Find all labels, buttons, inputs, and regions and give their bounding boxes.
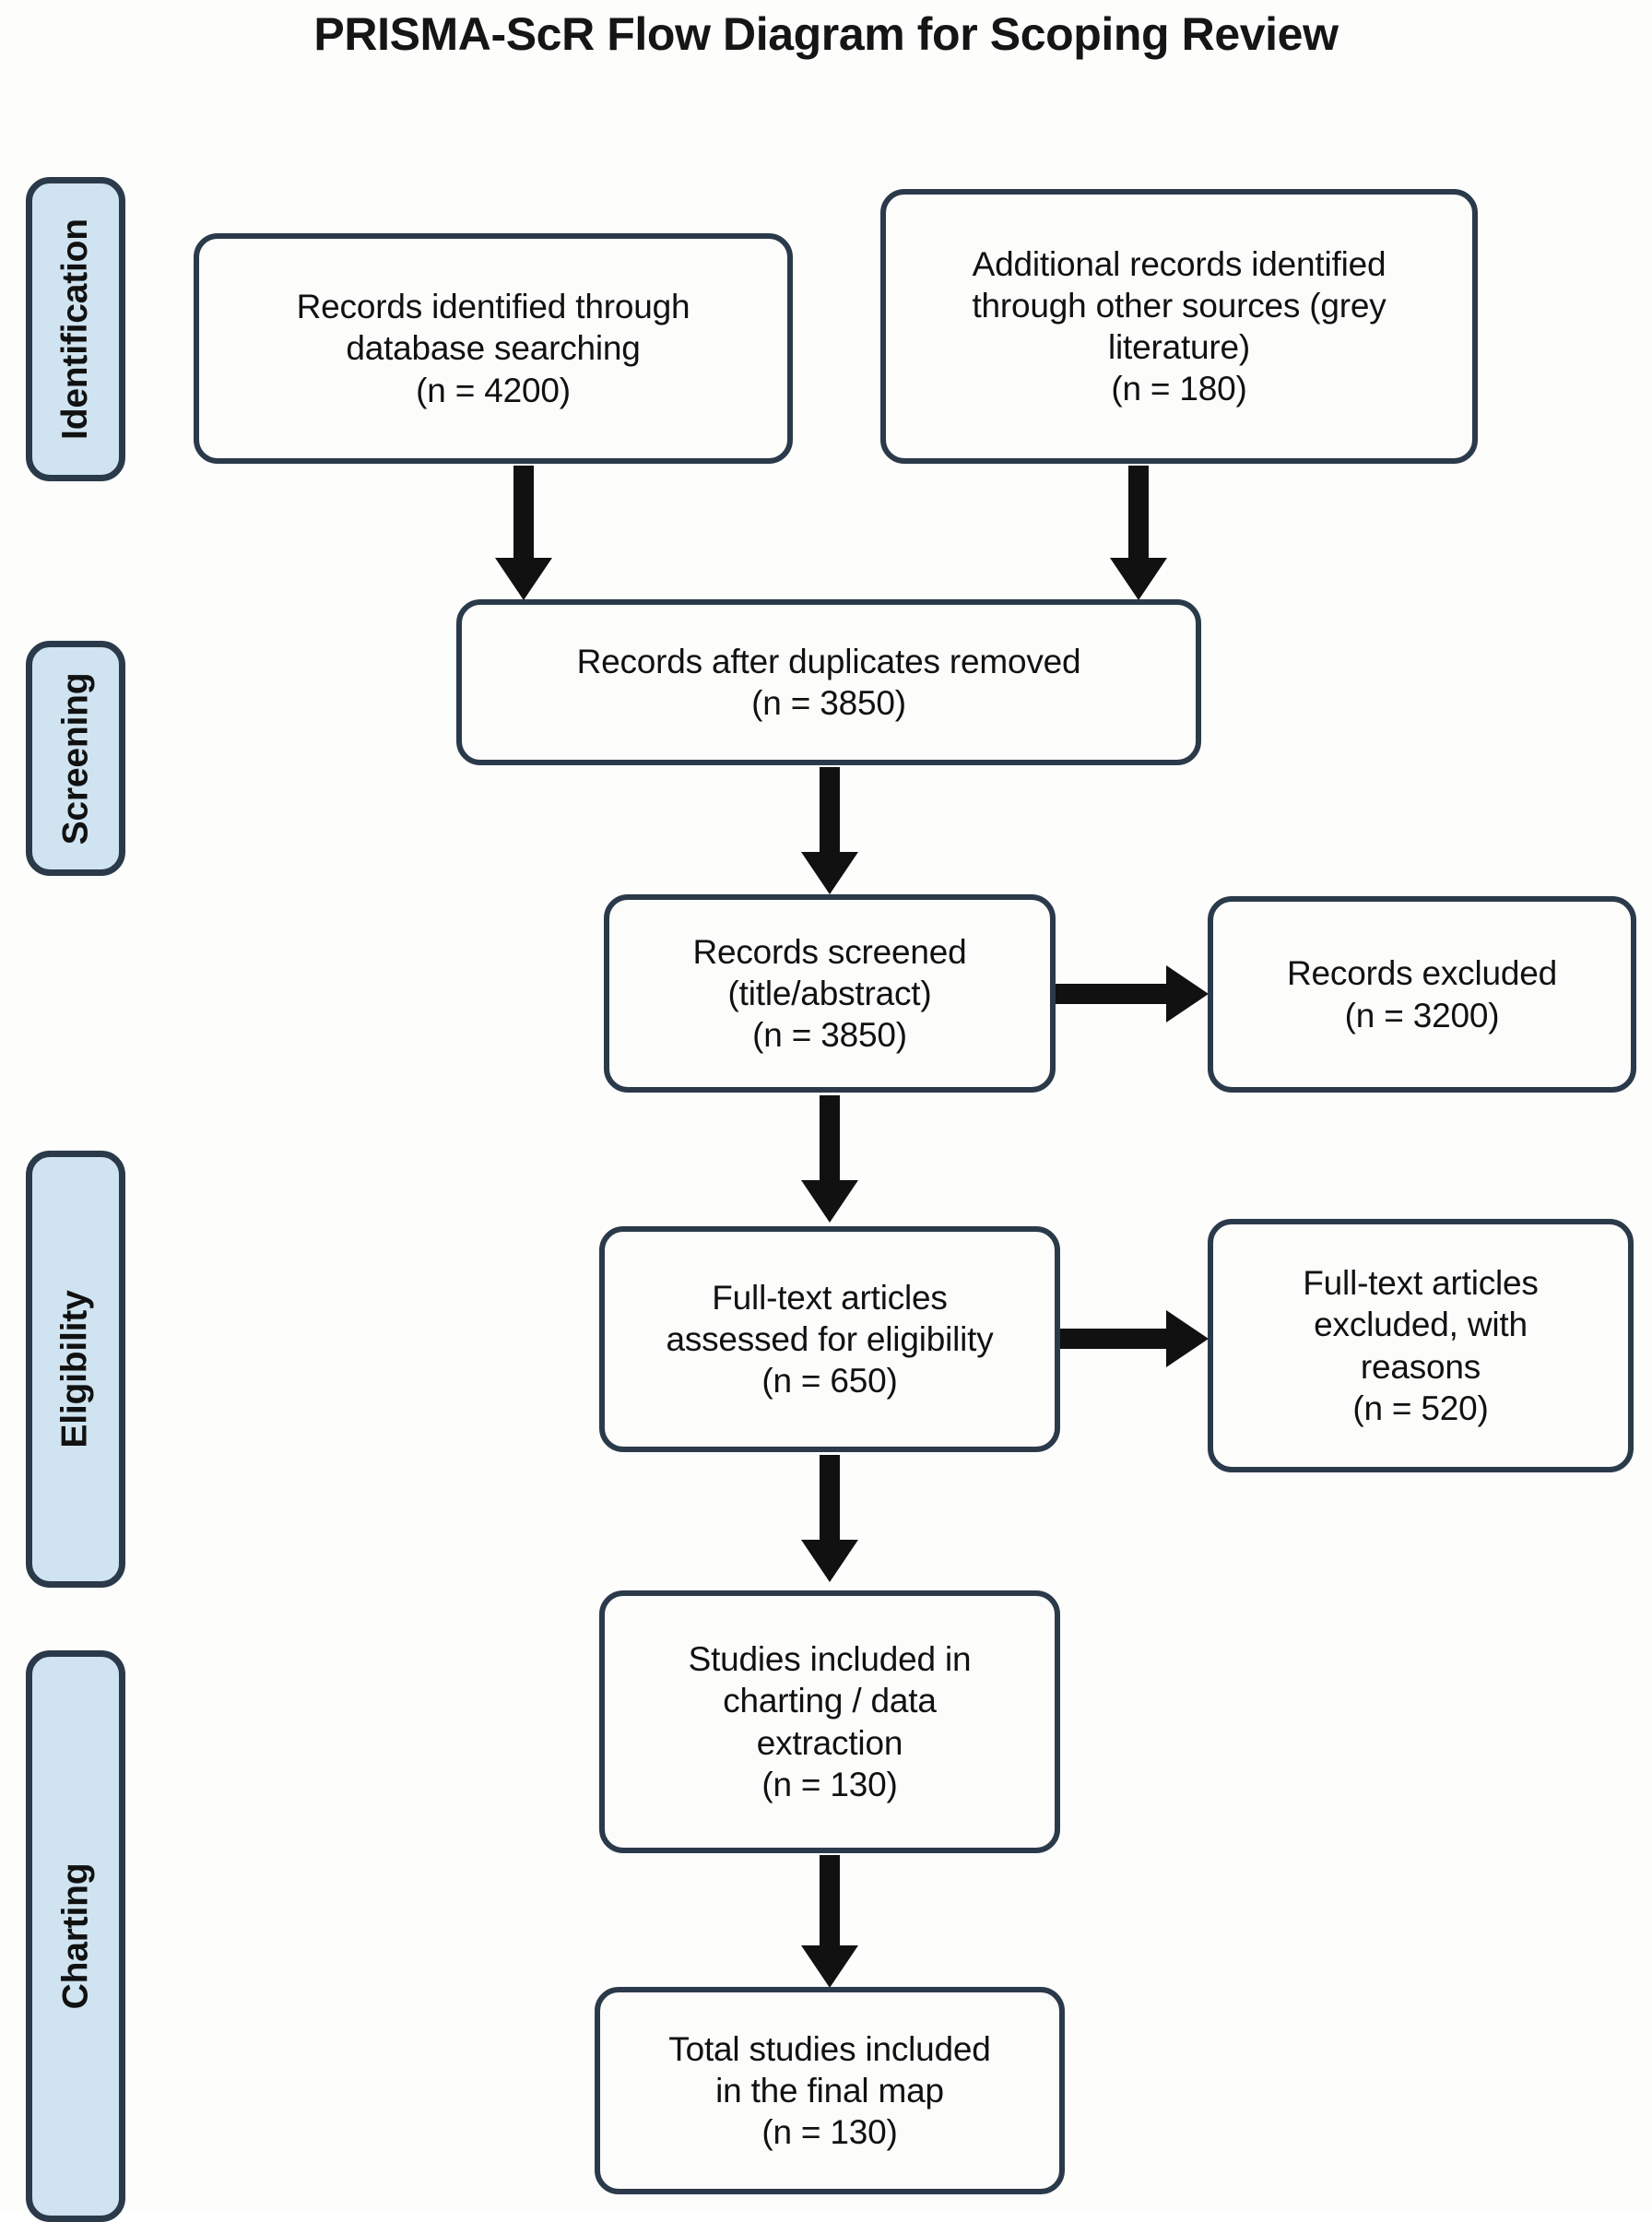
phase-label-identification: Identification [55,219,95,440]
box-records-other-sources-text: Additional records identified through ot… [972,244,1386,408]
phase-bar-charting: Charting [26,1650,125,2222]
phase-bar-eligibility: Eligibility [26,1151,125,1588]
box-total-studies-included: Total studies included in the final map … [595,1987,1065,2194]
box-fulltext-assessed: Full-text articles assessed for eligibil… [599,1226,1060,1452]
box-fulltext-assessed-text: Full-text articles assessed for eligibil… [666,1278,994,1401]
phase-bar-screening: Screening [26,641,125,876]
box-fulltext-excluded: Full-text articles excluded, with reason… [1208,1219,1634,1472]
box-studies-charted-text: Studies included in charting / data extr… [688,1640,972,1803]
box-fulltext-excluded-text: Full-text articles excluded, with reason… [1303,1264,1539,1427]
phase-label-screening: Screening [55,672,96,845]
box-records-after-duplicates-removed: Records after duplicates removed (n = 38… [456,599,1201,765]
box-records-screened-text: Records screened (title/abstract) (n = 3… [692,932,967,1055]
box-total-studies-included-text: Total studies included in the final map … [668,2029,991,2152]
box-records-screened: Records screened (title/abstract) (n = 3… [604,894,1056,1093]
phase-label-charting: Charting [55,1862,96,2010]
box-records-database-searching: Records identified through database sear… [194,233,793,464]
page-title: PRISMA-ScR Flow Diagram for Scoping Revi… [313,8,1339,60]
box-records-database-searching-text: Records identified through database sear… [296,288,690,409]
box-studies-charted: Studies included in charting / data extr… [599,1590,1060,1853]
box-records-after-duplicates-removed-text: Records after duplicates removed (n = 38… [576,642,1081,722]
box-records-excluded: Records excluded (n = 3200) [1208,896,1636,1093]
phase-label-eligibility: Eligibility [55,1290,95,1448]
phase-bar-identification: Identification [26,177,125,481]
box-records-excluded-text: Records excluded (n = 3200) [1287,954,1557,1034]
box-records-other-sources: Additional records identified through ot… [880,189,1478,464]
